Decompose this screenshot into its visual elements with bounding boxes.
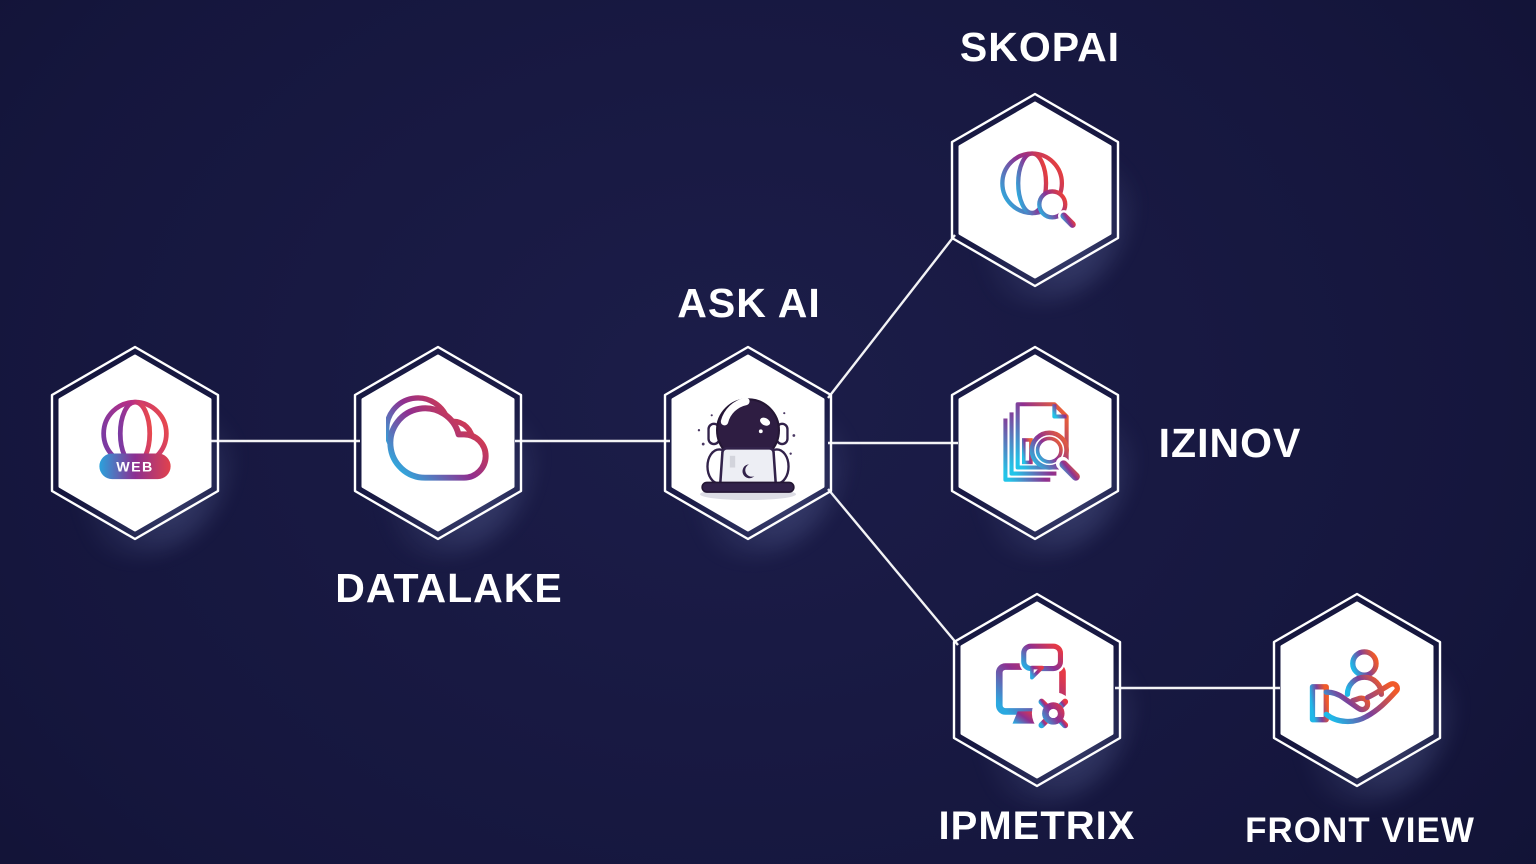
hexagon-frame [950,92,1120,288]
label-ipmetrix: IPMETRIX [938,804,1136,848]
label-askai: ASK AI [677,280,821,326]
label-datalake: DATALAKE [335,565,563,611]
node-datalake [337,329,539,557]
node-ipmetrix [936,576,1138,804]
edge-askai-skopai [827,234,956,399]
document-search-icon [1003,402,1084,485]
globe-web-icon: WEB [99,399,171,480]
edge-askai-ipmetrix [827,488,959,646]
web-badge-label: WEB [116,460,154,476]
hexagon-frame [1272,592,1442,788]
node-frontview [1256,576,1458,804]
node-askai [647,329,849,557]
label-izinov: IZINOV [1158,420,1302,466]
astronaut-laptop-icon [697,397,796,501]
monitor-gear-icon [995,642,1075,735]
web-badge [99,453,171,480]
node-web: WEB [34,329,236,557]
node-skopai [934,76,1136,304]
label-skopai: SKOPAI [959,24,1121,70]
hand-person-icon [1309,649,1400,725]
hexagon-frame [952,592,1122,788]
cloud-icon [386,395,489,481]
node-izinov [934,329,1136,557]
globe-search-icon [1000,151,1079,231]
label-frontview: FRONT VIEW [1245,811,1475,850]
